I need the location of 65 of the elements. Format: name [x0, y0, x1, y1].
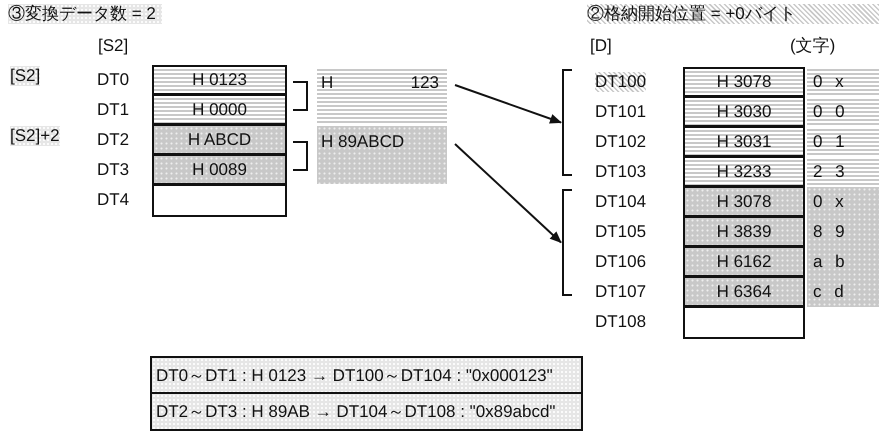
register-label: DT0	[97, 70, 130, 90]
memory-cell	[683, 247, 805, 277]
hex-value: H ABCD	[188, 130, 252, 150]
register-label: DT104	[595, 192, 646, 212]
register-label: DT2	[97, 130, 130, 150]
hex-value: H 3839	[716, 222, 772, 242]
memory-cell	[683, 217, 805, 247]
character-label: a b	[813, 252, 845, 272]
arrow	[454, 84, 562, 124]
memory-cell	[152, 65, 287, 95]
memory-cell	[152, 155, 287, 185]
hex-value: H 3233	[716, 162, 772, 182]
pointer-label: [S2]+2	[10, 126, 60, 146]
hex-value: H 0089	[192, 160, 247, 180]
memory-cell	[683, 307, 805, 339]
character-label: 0 0	[813, 102, 845, 122]
hex-value: H 3078	[716, 72, 772, 92]
character-label: 0 x	[813, 192, 844, 212]
character-label: 2 3	[813, 162, 845, 182]
column-header: [D]	[590, 36, 612, 56]
register-label: DT106	[595, 252, 646, 272]
memory-cell	[683, 187, 805, 217]
hex-value: H	[321, 73, 334, 93]
register-label: DT105	[595, 222, 646, 242]
character-label: 0 1	[813, 132, 845, 152]
memory-cell	[152, 95, 287, 125]
heading: ③変換データ数 = 2	[8, 4, 162, 24]
hex-value: H 6364	[716, 282, 772, 302]
hex-value: H 0000	[192, 100, 247, 120]
register-label: DT1	[97, 100, 130, 120]
hex-value: H 3031	[716, 132, 772, 152]
register-label: DT108	[595, 312, 646, 332]
bracket	[562, 69, 572, 176]
hex-value: H 6162	[716, 252, 772, 272]
hex-value: H 89ABCD	[321, 132, 404, 152]
memory-cell	[152, 125, 287, 155]
register-label: DT3	[97, 160, 130, 180]
heading: ②格納開始位置 = +0バイト	[587, 4, 879, 24]
register-label: DT103	[595, 162, 646, 182]
column-header: (文字)	[790, 36, 836, 56]
bracket	[562, 189, 572, 296]
memory-cell	[683, 67, 805, 97]
character-label: 8 9	[813, 222, 845, 242]
hex-value: 123	[410, 73, 439, 93]
register-label: DT102	[595, 132, 646, 152]
hex-value: H 0123	[192, 70, 247, 90]
memory-cell	[683, 277, 805, 307]
register-label: DT4	[97, 190, 130, 210]
memory-cell	[683, 127, 805, 157]
character-label: 0 x	[813, 72, 844, 92]
memory-cell	[683, 157, 805, 187]
merged-value-box	[317, 126, 447, 184]
arrow	[454, 143, 562, 244]
hex-value: H 3078	[716, 192, 772, 212]
register-label: DT100	[595, 72, 646, 92]
character-label: c d	[813, 282, 844, 302]
register-label: DT107	[595, 282, 646, 302]
memory-cell	[683, 97, 805, 127]
register-label: DT101	[595, 102, 646, 122]
hex-value: H 3030	[716, 102, 772, 122]
pointer-label: [S2]	[10, 66, 40, 86]
column-header: [S2]	[98, 36, 128, 56]
table-cell: DT2～DT3 : H 89AB → DT104～DT108 : "0x89abcd"	[150, 393, 583, 431]
memory-cell	[152, 185, 287, 217]
table-cell: DT0～DT1 : H 0123 → DT100～DT104 : "0x000123"	[150, 356, 583, 394]
